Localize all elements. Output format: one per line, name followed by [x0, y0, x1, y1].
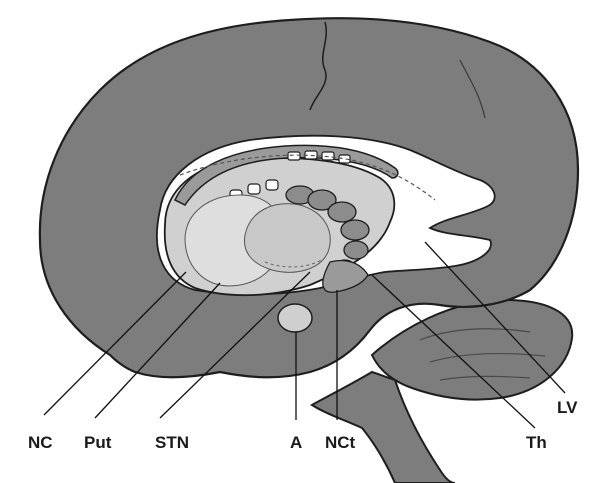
label-put: Put: [84, 433, 112, 452]
label-stn: STN: [155, 433, 189, 452]
label-nct: NCt: [325, 433, 356, 452]
cerebellum: [372, 300, 572, 400]
label-a: A: [290, 433, 302, 452]
label-nc: NC: [28, 433, 53, 452]
amygdala: [278, 304, 312, 332]
label-th: Th: [526, 433, 547, 452]
label-lv: LV: [557, 398, 578, 417]
thalamus: [244, 204, 330, 273]
